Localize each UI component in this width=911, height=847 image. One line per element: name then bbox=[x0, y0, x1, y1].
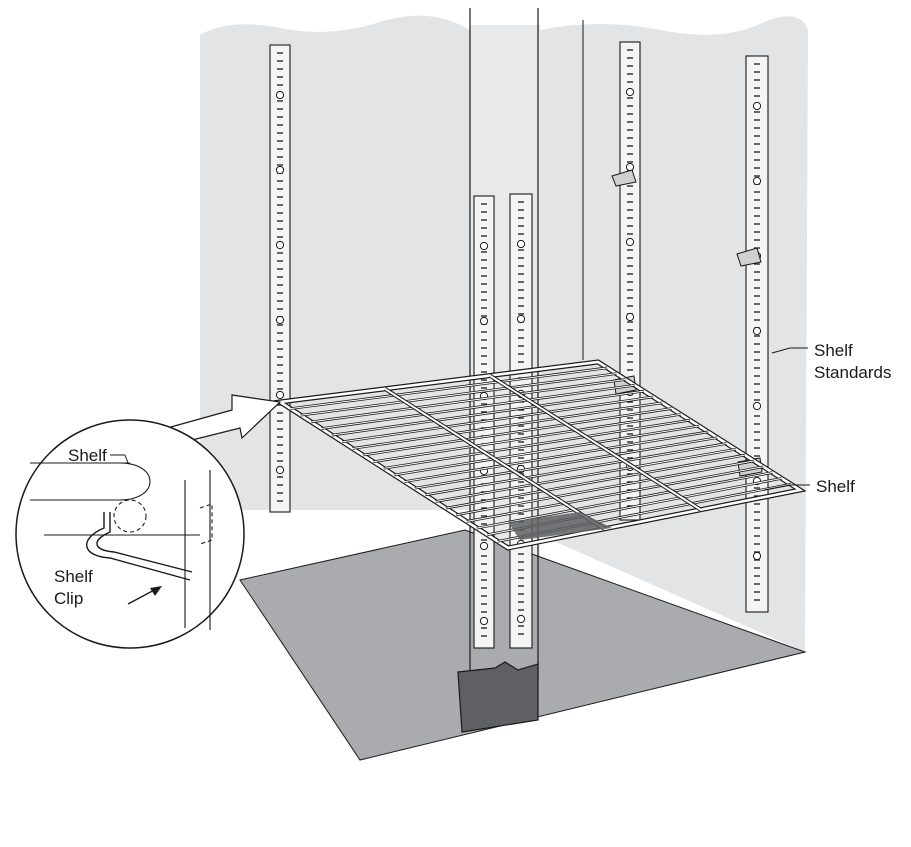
shelf-standard bbox=[269, 44, 291, 513]
detail-magnifier bbox=[15, 419, 245, 649]
shelf-shadow bbox=[508, 512, 612, 540]
shelf-wire-cross-section bbox=[113, 499, 147, 533]
clip-right-1 bbox=[611, 169, 637, 187]
divider-base bbox=[457, 661, 539, 733]
shelf-standard bbox=[509, 193, 533, 649]
shelf-clip-shape bbox=[86, 512, 191, 581]
wire-shelf bbox=[272, 359, 807, 551]
standards-leader bbox=[771, 347, 808, 354]
label-detail-clip-1: Shelf bbox=[54, 567, 93, 586]
shelf-standards bbox=[269, 41, 769, 649]
clip-right-2 bbox=[736, 247, 762, 267]
shelf-standard bbox=[619, 41, 641, 521]
label-shelf-standards-2: Standards bbox=[814, 363, 892, 382]
label-shelf: Shelf bbox=[816, 477, 855, 496]
detail-circle bbox=[15, 419, 245, 649]
detail-pointer bbox=[159, 394, 282, 449]
label-detail-clip-2: Clip bbox=[54, 589, 83, 608]
label-shelf-standards-1: Shelf bbox=[814, 341, 853, 360]
shelf-standard bbox=[745, 55, 769, 613]
shelf-leader bbox=[763, 484, 810, 491]
label-detail-shelf: Shelf bbox=[68, 446, 107, 465]
